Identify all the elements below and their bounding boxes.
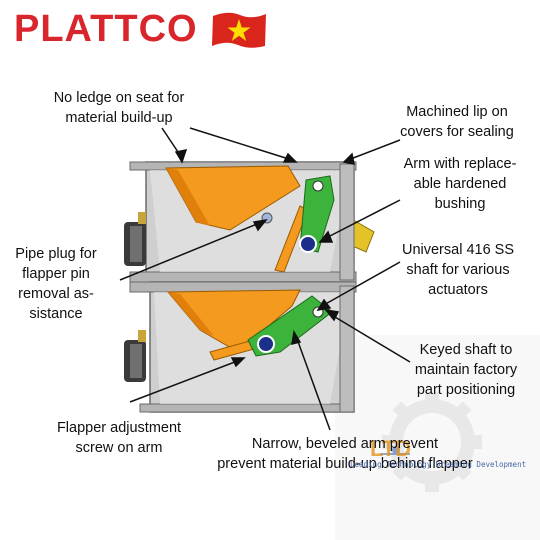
vietnam-flag-icon — [212, 12, 266, 48]
label-arm: Arm with replace- able hardened bushing — [403, 156, 517, 212]
label-machined-lip: Machined lip on covers for sealing — [400, 104, 514, 140]
label-pipe-plug: Pipe plug for flapper pin removal as- si… — [15, 246, 97, 322]
label-keyed-shaft: Keyed shaft to maintain factory part pos… — [414, 342, 518, 398]
ltd-watermark-logo — [380, 446, 410, 455]
label-narrow-beveled-arm: Narrow, beveled arm prevent prevent mate… — [217, 436, 473, 472]
plattco-logo: PLATTCO — [14, 8, 198, 50]
watermark-text: Leading Technology Dreaming Development — [350, 460, 527, 469]
upper-valve-body — [124, 161, 375, 283]
label-flapper-adjustment: Flapper adjustment screw on arm — [56, 420, 182, 456]
label-universal-shaft: Universal 416 SS shaft for various actua… — [401, 242, 515, 298]
leader-lines — [119, 127, 411, 431]
upper-arm — [299, 175, 335, 253]
lower-valve-body — [124, 281, 357, 413]
label-no-ledge: No ledge on seat for material build-up — [53, 90, 185, 126]
ltd-logo-text: LTD — [370, 436, 411, 461]
